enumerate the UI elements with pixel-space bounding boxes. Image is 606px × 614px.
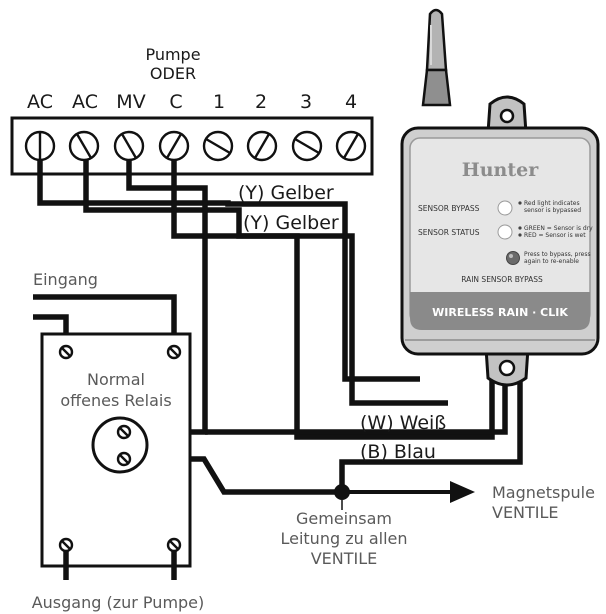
rain-bypass-label: RAIN SENSOR BYPASS (461, 275, 543, 284)
common-label-line3: VENTILE (311, 549, 378, 568)
press-note-1: Press to bypass, press (524, 251, 591, 258)
wires (37, 160, 523, 510)
pump-label-line2: ODER (150, 64, 196, 83)
terminal-label-3: 3 (300, 91, 312, 113)
bypass-light (497, 200, 513, 216)
relay-output-label: Ausgang (zur Pumpe) (32, 593, 205, 612)
terminal-label-2: 2 (255, 91, 267, 113)
rain-clik-device: Hunter SENSOR BYPASS Red light indicates… (400, 8, 600, 387)
terminal-strip: Pumpe ODER AC AC MV C 1 2 3 4 (10, 45, 374, 176)
press-note-2: again to re-enable (524, 258, 579, 265)
common-junction (334, 484, 350, 500)
bypass-note-2: sensor is bypassed (524, 207, 581, 214)
relay-coil-screw-top (116, 424, 132, 440)
common-label-line2: Leitung zu allen (280, 529, 407, 548)
relay-coil-screw-bottom (116, 451, 132, 467)
relay-screw-top-left (58, 344, 74, 360)
valve-label-line2: VENTILE (492, 503, 559, 522)
product-name: WIRELESS RAIN · CLIK (432, 306, 568, 319)
terminal-screw-4 (335, 130, 367, 162)
common-label-line1: Gemeinsam (296, 509, 392, 528)
wire-yellow-1 (37, 160, 420, 382)
bypass-note-1: Red light indicates (524, 200, 580, 207)
relay-screw-bottom-right (166, 537, 182, 553)
terminal-screw-mv (113, 130, 145, 162)
status-label: SENSOR STATUS (418, 228, 480, 237)
terminal-screw-ac1 (24, 130, 56, 162)
pump-label-line1: Pumpe (145, 45, 200, 64)
wire-common-to-sensor (339, 380, 523, 492)
status-light (497, 224, 513, 240)
terminal-screw-ac2 (68, 130, 100, 162)
terminal-label-1: 1 (213, 91, 225, 113)
terminal-screw-1 (202, 130, 234, 162)
relay-name-line1: Normal (87, 370, 145, 389)
relay-input-label: Eingang (33, 270, 98, 289)
wire-white (205, 380, 508, 435)
terminal-label-ac2: AC (72, 91, 98, 113)
terminal-screw-c (158, 130, 190, 162)
device-brand: Hunter (462, 159, 539, 181)
relay-coil (91, 416, 149, 474)
terminal-label-4: 4 (345, 91, 357, 113)
bypass-button[interactable] (506, 251, 520, 265)
antenna-icon (425, 8, 448, 72)
relay-screw-top-right (166, 344, 182, 360)
relay-screw-bottom-left (58, 537, 74, 553)
wire-c-to-common (171, 160, 495, 440)
wire-label-yellow-1: (Y) Gelber (238, 182, 334, 204)
status-note-2: RED = Sensor is wet (524, 232, 586, 239)
wire-label-blue: (B) Blau (360, 441, 436, 463)
terminal-screw-2 (246, 130, 278, 162)
wire-label-yellow-2: (Y) Gelber (243, 212, 339, 234)
terminal-label-c: C (169, 91, 182, 113)
valve-arrow (450, 481, 475, 503)
valve-label-line1: Magnetspule (492, 483, 595, 502)
wire-label-white: (W) Weiß (360, 412, 446, 434)
terminal-screw-3 (291, 130, 323, 162)
status-note-1: GREEN = Sensor is dry (524, 225, 593, 232)
relay: Eingang Normal offenes Relais Ausgang (z… (32, 270, 205, 612)
bypass-label: SENSOR BYPASS (418, 204, 480, 213)
terminal-label-ac1: AC (27, 91, 53, 113)
terminal-label-mv: MV (116, 91, 145, 113)
device-band (410, 292, 590, 330)
relay-name-line2: offenes Relais (60, 391, 171, 410)
